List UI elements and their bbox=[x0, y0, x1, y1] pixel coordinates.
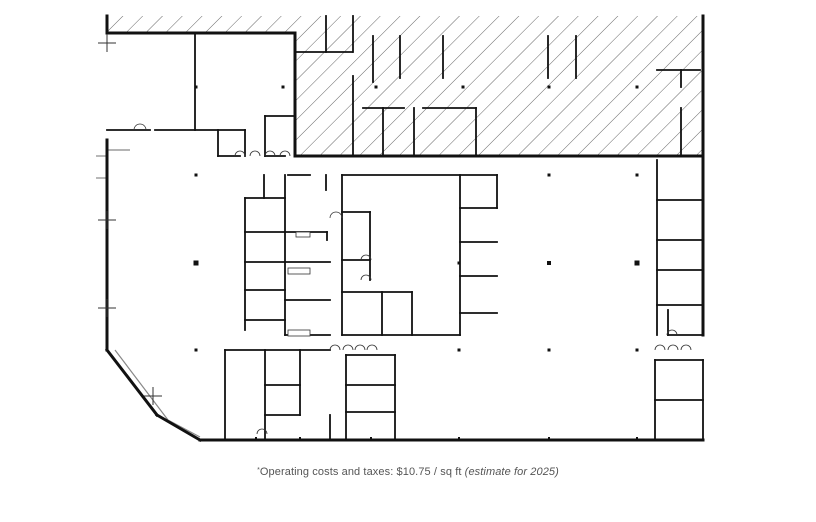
thin-lines bbox=[96, 149, 201, 438]
column bbox=[635, 348, 639, 352]
column bbox=[635, 173, 639, 177]
column bbox=[548, 437, 550, 439]
door-swing bbox=[654, 344, 666, 351]
door-swing bbox=[133, 123, 147, 131]
door-swing bbox=[342, 344, 354, 351]
plumbing-fixture bbox=[295, 231, 311, 238]
column bbox=[281, 85, 285, 89]
door-swing bbox=[249, 150, 261, 157]
column bbox=[193, 260, 199, 266]
outer-wall bbox=[104, 347, 160, 418]
column bbox=[547, 261, 551, 265]
door-swing bbox=[329, 344, 341, 351]
column bbox=[461, 85, 465, 89]
door-swing bbox=[360, 274, 372, 281]
thin-line bbox=[114, 349, 169, 421]
door-swings bbox=[133, 123, 692, 435]
column bbox=[194, 173, 198, 177]
door-swing bbox=[354, 344, 366, 351]
fixtures bbox=[287, 231, 311, 337]
column bbox=[458, 437, 460, 439]
column bbox=[374, 85, 378, 89]
door-swing bbox=[329, 211, 343, 219]
door-swing bbox=[366, 344, 378, 351]
grid-markers bbox=[98, 34, 162, 405]
door-swing bbox=[264, 150, 276, 157]
caption-note-open: ( bbox=[464, 466, 469, 478]
caption-note: estimate for 2025 bbox=[468, 466, 556, 478]
door-swing bbox=[666, 329, 678, 336]
door-swing bbox=[680, 344, 692, 351]
door-swing bbox=[667, 344, 679, 351]
column bbox=[457, 348, 461, 352]
plumbing-fixture bbox=[287, 267, 311, 275]
column bbox=[547, 348, 551, 352]
operating-costs-caption: *Operating costs and taxes: $10.75 / sq … bbox=[0, 466, 816, 478]
caption-note-close: ) bbox=[555, 466, 559, 478]
column bbox=[194, 348, 198, 352]
footnote-marker: * bbox=[257, 467, 260, 474]
door-swing bbox=[256, 428, 268, 435]
caption-text: Operating costs and taxes: $10.75 / sq f… bbox=[259, 466, 465, 478]
column bbox=[636, 437, 638, 439]
floor-plan bbox=[96, 14, 705, 443]
column bbox=[457, 261, 461, 265]
hatched-area bbox=[108, 16, 703, 156]
column bbox=[370, 437, 372, 439]
column bbox=[547, 85, 551, 89]
door-swing bbox=[234, 150, 246, 157]
plumbing-fixture bbox=[287, 329, 311, 337]
column bbox=[255, 437, 257, 439]
structural-columns bbox=[193, 85, 640, 439]
column bbox=[299, 437, 301, 439]
hatched-region bbox=[108, 16, 703, 156]
column bbox=[547, 173, 551, 177]
door-swing bbox=[360, 254, 372, 261]
outer-wall bbox=[154, 412, 203, 443]
column bbox=[634, 260, 640, 266]
column bbox=[194, 85, 198, 89]
door-swing bbox=[279, 150, 291, 157]
column bbox=[635, 85, 639, 89]
